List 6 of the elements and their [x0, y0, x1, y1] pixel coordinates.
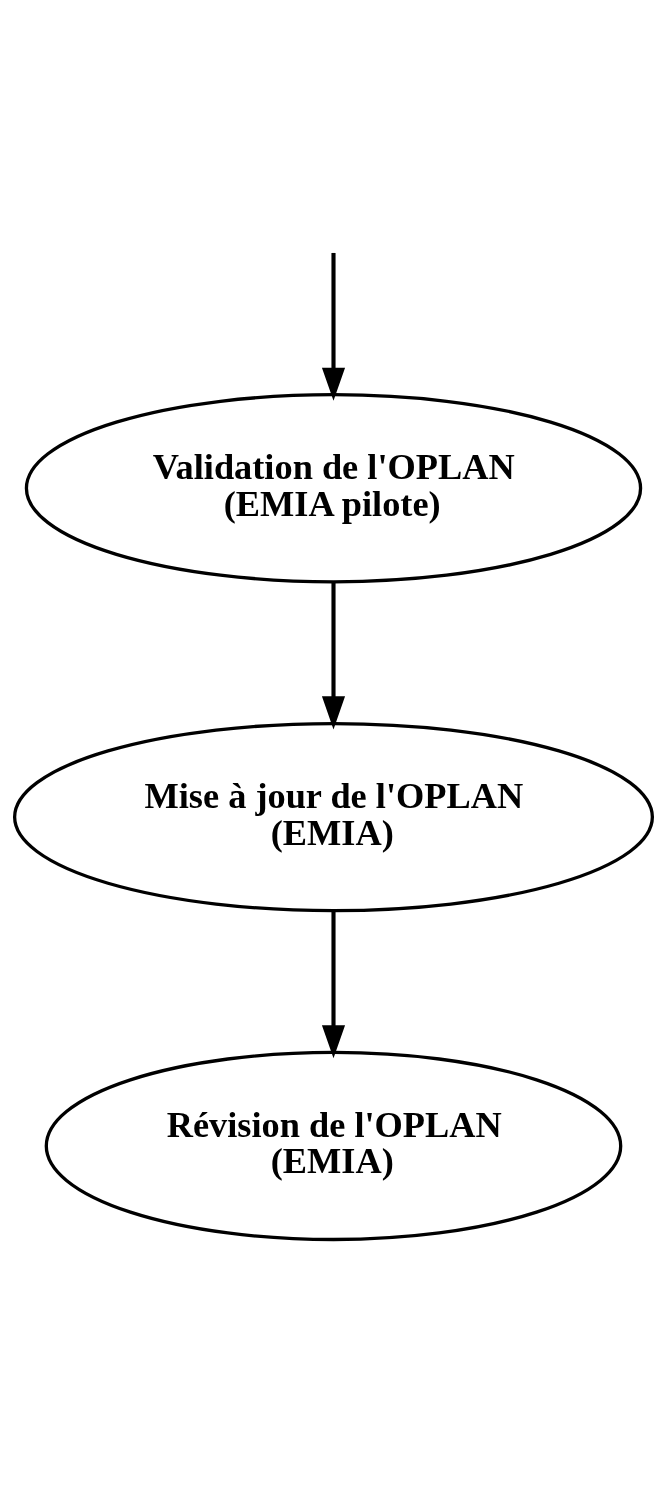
- arrow: [321, 581, 346, 729]
- node-ellipse: Révision de l'OPLAN (EMIA): [44, 1050, 623, 1241]
- arrow: [321, 910, 346, 1058]
- arrow: [321, 252, 346, 401]
- node-ellipse: Validation de l'OPLAN (EMIA pilote): [24, 392, 643, 583]
- node-ellipse: Mise à jour de l'OPLAN (EMIA): [13, 721, 654, 912]
